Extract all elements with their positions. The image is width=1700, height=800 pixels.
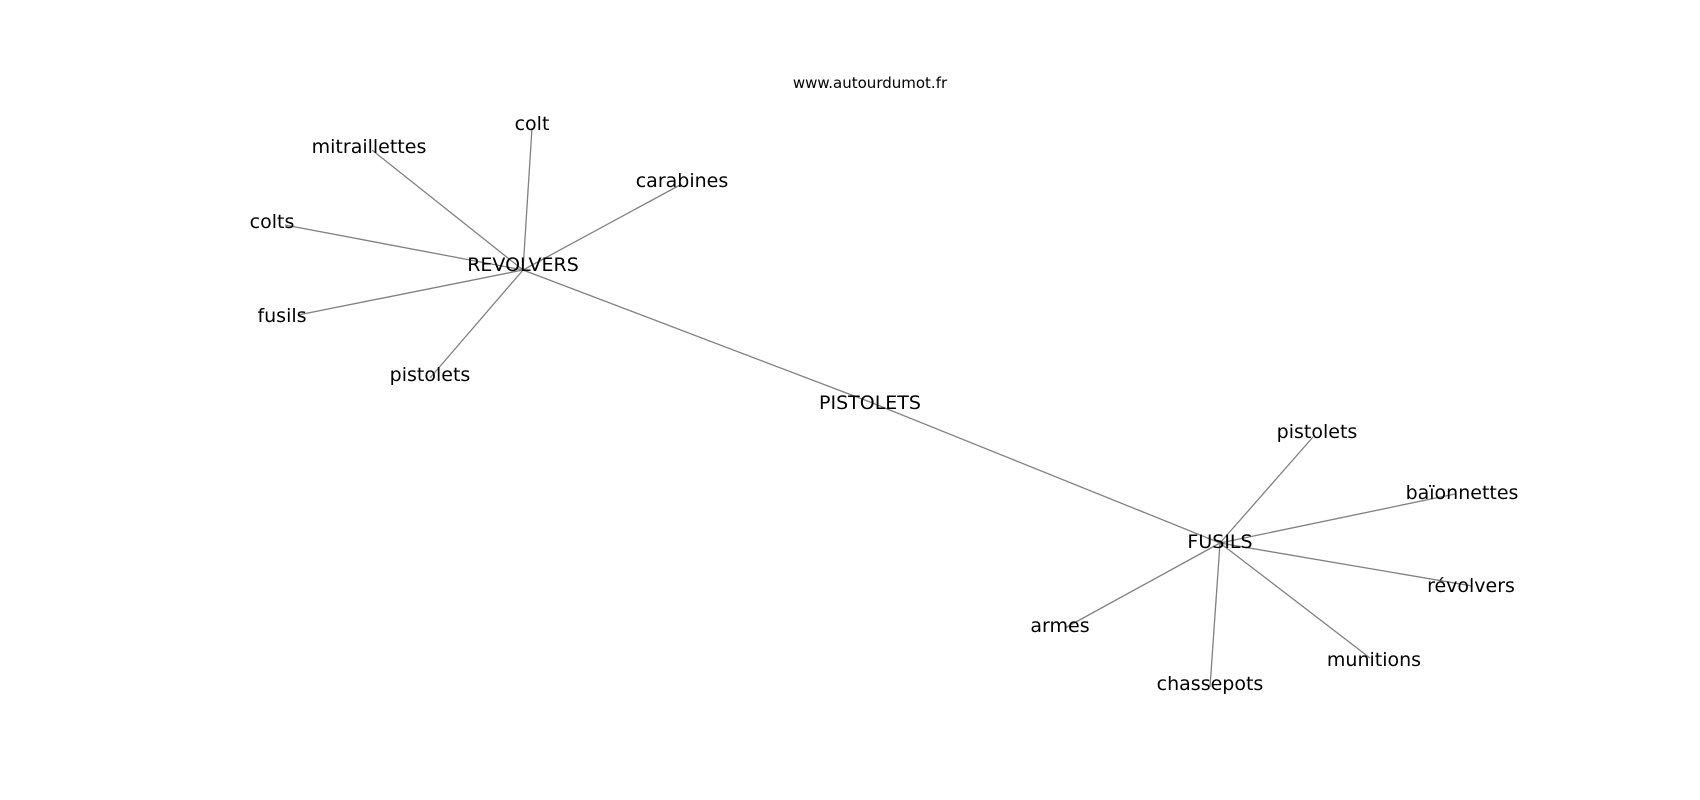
- node-leaf-baionnettes: baïonnettes: [1406, 482, 1519, 504]
- node-leaf-pistolets_f: pistolets: [1277, 421, 1358, 443]
- node-leaf-pistolets_r: pistolets: [390, 364, 471, 386]
- node-leaf-chassepots: chassepots: [1157, 673, 1264, 695]
- node-leaf-munitions: munitions: [1327, 649, 1421, 671]
- edge-revolvers-pistolets_r: [429, 269, 524, 379]
- edge-fusils_hub-armes: [1064, 542, 1221, 629]
- node-leaf-carabines: carabines: [636, 170, 729, 192]
- node-leaf-fusils: fusils: [257, 305, 306, 327]
- node-leaf-armes: armes: [1030, 615, 1089, 637]
- node-leaf-colt: colt: [515, 113, 550, 135]
- graph-edges: [284, 127, 1473, 688]
- node-hub-revolvers: REVOLVERS: [467, 254, 579, 276]
- edge-revolvers-carabines: [522, 184, 681, 271]
- edge-revolvers-mitraillettes: [371, 149, 524, 271]
- edge-fusils_hub-munitions: [1219, 542, 1371, 659]
- edge-revolvers-colt: [522, 127, 533, 271]
- node-center-pistolets: PISTOLETS: [819, 392, 921, 414]
- edge-revolvers-fusils: [297, 269, 524, 316]
- node-leaf-mitraillettes: mitraillettes: [312, 136, 427, 158]
- edge-center-fusils_hub: [869, 401, 1221, 544]
- site-watermark: www.autourdumot.fr: [793, 74, 948, 92]
- node-leaf-revolvers_f: révolvers: [1427, 575, 1515, 597]
- edge-fusils_hub-revolvers_f: [1219, 542, 1473, 587]
- node-leaf-colts: colts: [250, 211, 295, 233]
- edge-center-revolvers: [522, 269, 871, 403]
- edge-fusils_hub-pistolets_f: [1219, 436, 1314, 544]
- edge-revolvers-colts: [284, 224, 524, 271]
- edge-fusils_hub-baionnettes: [1219, 493, 1456, 544]
- edge-fusils_hub-chassepots: [1209, 542, 1221, 688]
- graph-nodes: PISTOLETS REVOLVERS FUSILS colt mitraillette…: [250, 113, 1519, 695]
- node-hub-fusils_hub: FUSILS: [1187, 531, 1252, 553]
